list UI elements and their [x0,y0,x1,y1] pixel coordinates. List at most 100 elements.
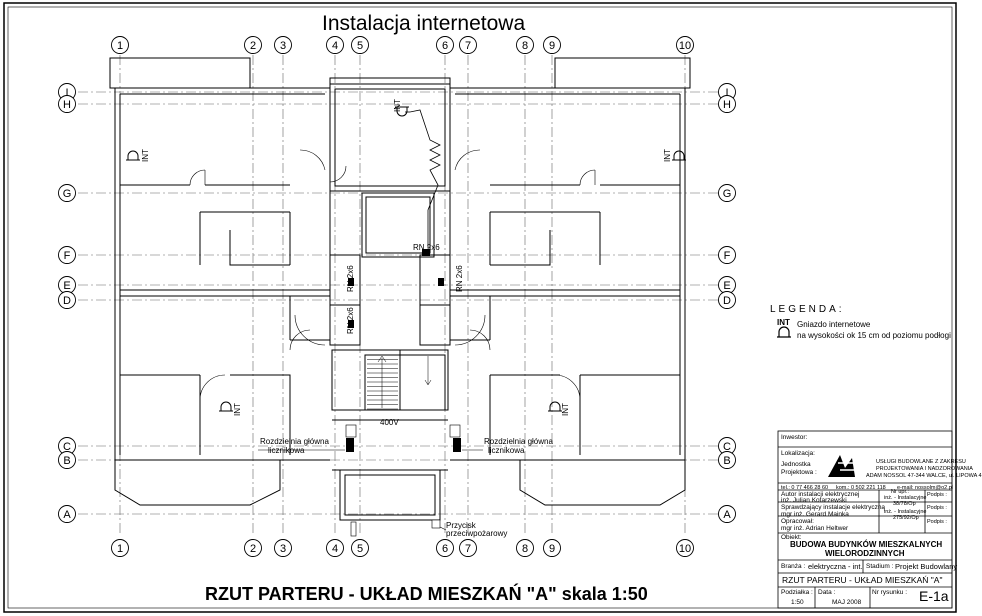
axis-column-top-2: 2 [244,36,262,54]
tb-nr-label: Nr rysunku : [872,589,908,596]
tb-branza: elektryczna - int. [808,562,863,571]
axis-column-top-10-label: 10 [679,40,691,52]
axis-column-top-9: 9 [543,36,561,54]
int-label-top: INT [393,99,402,112]
floor-plan-sheet: INT INT INT INT INT RN 2x6 RN 2x6 RN 2x6… [3,2,957,613]
axis-row-left-G: G [58,184,76,202]
axis-column-top-6-label: 6 [442,40,448,52]
axis-column-bottom-6-label: 6 [442,543,448,555]
axis-column-bottom-4-label: 4 [332,543,338,555]
axis-row-right-A: A [718,505,736,523]
tb-autor-upr-1: inż. - Instalacyjne [884,495,927,501]
legend-line-2: na wysokości ok 15 cm od poziomu podłogi [797,331,951,340]
axis-column-bottom-7-label: 7 [465,543,471,555]
int-label-left: INT [141,149,150,162]
axis-column-top-1: 1 [111,36,129,54]
axis-column-top-1-label: 1 [117,40,123,52]
axis-column-top-5-label: 5 [357,40,363,52]
axis-column-bottom-5-label: 5 [357,543,363,555]
axis-row-right-D: D [718,291,736,309]
axis-row-right-B-label: B [723,455,730,467]
axis-column-bottom-6: 6 [436,539,454,557]
axis-row-right-F: F [718,246,736,264]
axis-row-left-H: H [58,95,76,113]
tb-tel: tel.: 0 77 466 28 60 [781,485,829,491]
axis-column-bottom-4: 4 [326,539,344,557]
axis-column-top-10: 10 [676,36,694,54]
rn-label-1: RN 2x6 [346,265,355,292]
tb-upr-1: Nr upr.: [891,489,910,495]
tb-spr-upr-1: inż. - Instalacyjne [884,509,927,515]
drawing-title: RZUT PARTERU - UKŁAD MIESZKAŃ "A" skala … [205,584,648,604]
socket-icon-left [126,150,140,161]
axis-row-right-D-label: D [723,295,731,307]
axis-column-bottom-3: 3 [274,539,292,557]
axis-column-bottom-9: 9 [543,539,561,557]
tb-autor-upr-2: 38/78/Op [893,501,916,507]
tb-obiekt-1: BUDOWA BUDYNKÓW MIESZKALNYCH [790,540,943,549]
axis-column-top-8-label: 8 [522,40,528,52]
przycisk-label-1: Przycisk [446,521,477,530]
axis-column-top-3: 3 [274,36,292,54]
socket-icon-bottom-left [219,401,233,412]
axis-row-left-H-label: H [63,99,71,111]
axis-row-left-E: E [58,276,76,294]
tb-spr-2: mgr inż. Gerard Mainka [781,511,849,518]
tb-kom: kom.: 0 502 221 118 [836,485,886,491]
axis-row-left-G-label: G [63,188,72,200]
tb-podpis-2: Podpis : [927,505,947,511]
axis-row-left-B: B [58,451,76,469]
axis-row-left-D-label: D [63,295,71,307]
tb-autor-2: inż. Julian Kotarzewski [781,497,847,504]
axis-column-top-6: 6 [436,36,454,54]
tb-podpis-3: Podpis : [927,519,947,525]
axis-column-top-7-label: 7 [465,40,471,52]
tb-firma-3: ADAM NOSSOL 47-344 WALCE, ul. LIPOWA 4 [866,473,982,479]
rn-label-top: RN 2x6 [413,243,440,252]
axis-row-left-F-label: F [64,250,71,262]
int-label-right: INT [663,149,672,162]
axis-column-bottom-8: 8 [516,539,534,557]
axis-row-left-F: F [58,246,76,264]
tb-podpis-1: Podpis : [927,492,947,498]
axis-column-bottom-2-label: 2 [250,543,256,555]
axis-column-top-9-label: 9 [549,40,555,52]
axis-column-bottom-10: 10 [676,539,694,557]
voltage-label: 400V [380,418,399,427]
tb-obiekt-2: WIELORODZINNYCH [825,549,905,558]
axis-column-bottom-3-label: 3 [280,543,286,555]
tb-email: e-mail: nossolm@o2.pl [897,485,954,491]
rozdzielnia-right-1: Rozdzielnia główna [484,437,553,446]
axis-row-left-I-label: I [65,87,68,99]
axis-row-right-G-label: G [723,188,732,200]
tb-firma-2: PROJEKTOWANIA I NADZOROWANIA [876,466,973,472]
axis-column-bottom-7: 7 [459,539,477,557]
tb-jednostka-2: Projektowa : [781,469,817,476]
axis-column-bottom-10-label: 10 [679,543,691,555]
axis-column-top-4-label: 4 [332,40,338,52]
axis-row-right-A-label: A [723,509,731,521]
rozdzielnia-left-1: Rozdzielnia główna [260,437,329,446]
axis-column-bottom-8-label: 8 [522,543,528,555]
axis-row-right-I-label: I [725,87,728,99]
przycisk-label-2: przeciwpożarowy [446,529,507,538]
axis-row-left-A-label: A [63,509,71,521]
tb-data-label: Data : [818,589,836,596]
tb-autor-1: Autor instalacji elektrycznej [781,491,860,498]
axis-column-top-5: 5 [351,36,369,54]
int-label-bottom-right: INT [561,403,570,416]
axis-row-left-E-label: E [63,280,70,292]
axis-row-right-G: G [718,184,736,202]
axis-row-left-D: D [58,291,76,309]
legend-line-1: Gniazdo internetowe [797,320,871,329]
int-label-bottom-left: INT [233,403,242,416]
socket-icon [777,326,791,338]
tb-opr-1: Opracował: [781,518,814,525]
tb-opr-2: mgr inż. Adrian Heltwer [781,525,849,532]
axis-row-left-A: A [58,505,76,523]
axis-row-left-C-label: C [63,441,71,453]
rozdzielnia-left-2: licznikowa [268,446,305,455]
axis-column-bottom-9-label: 9 [549,543,555,555]
socket-icon-bottom-right [548,401,562,412]
rn-label-2: RN 2x6 [455,265,464,292]
